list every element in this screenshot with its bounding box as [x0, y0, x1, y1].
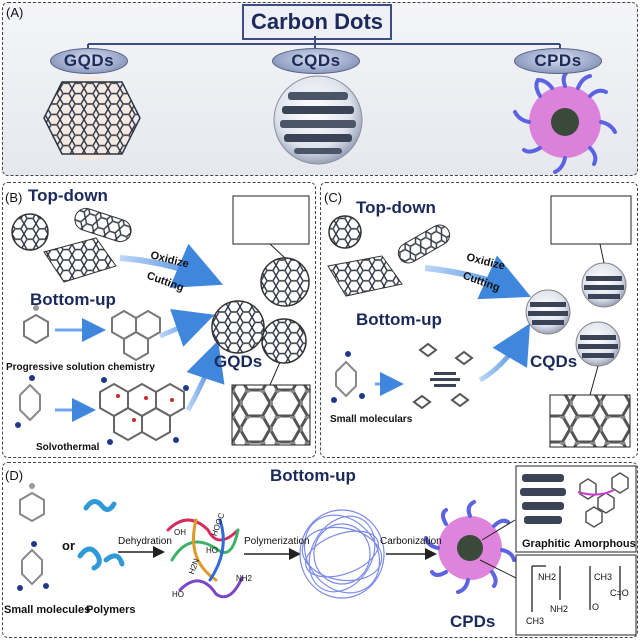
panel-b-label: (B): [5, 190, 23, 205]
panel-c-bottom-up: Bottom-up: [356, 310, 442, 329]
carbon-dots-title: Carbon Dots: [242, 4, 392, 40]
chem-oh: OH: [174, 528, 186, 537]
small-molecules-label: Small molecules: [4, 604, 91, 616]
panel-b: [2, 182, 316, 458]
panel-d-graphics: [17, 465, 637, 636]
shell-nh2-1: NH2: [538, 572, 557, 582]
step-carbonization: Carbonization: [380, 536, 442, 547]
panel-d-title: Bottom-up: [270, 466, 356, 485]
small-moleculars-label: Small moleculars: [330, 414, 413, 425]
chem-nh2: NH2: [236, 574, 253, 583]
panel-a-label: (A): [6, 5, 24, 20]
panel-b-top-down: Top-down: [28, 186, 108, 205]
shell-o: O: [592, 602, 600, 612]
panel-c-top-down: Top-down: [356, 198, 436, 217]
graphitic-label: Graphitic: [522, 538, 571, 550]
cqd-sphere-graphic: [273, 75, 363, 165]
cqds-label: CQDs: [272, 48, 360, 74]
shell-c-o: C=O: [610, 588, 629, 598]
panel-c-label: (C): [324, 190, 343, 205]
panel-d: [2, 462, 638, 638]
polymers-label: Polymers: [86, 604, 136, 616]
gqds-product-label: GQDs: [214, 352, 263, 371]
chem-ho: HO: [206, 546, 218, 555]
cqds-product-label: CQDs: [530, 352, 578, 371]
panel-d-label: (D): [5, 468, 24, 483]
cpds-product-label: CPDs: [450, 612, 496, 631]
amorphous-label: Amorphous: [574, 538, 636, 550]
step-dehydration: Dehydration: [118, 536, 172, 547]
shell-ch3-1: CH3: [594, 572, 613, 582]
panel-b-graphics: [11, 195, 311, 446]
or-label: or: [62, 538, 75, 553]
method-solvothermal: Solvothermal: [36, 442, 100, 453]
chem-ho-2: HO: [172, 590, 184, 599]
cpds-label: CPDs: [514, 48, 602, 74]
panel-c: [320, 182, 638, 458]
shell-nh2-2: NH2: [550, 604, 569, 614]
panel-b-bottom-up: Bottom-up: [30, 290, 116, 309]
gqds-label: GQDs: [50, 48, 128, 74]
cpd-graphic: [513, 68, 617, 174]
method-progressive: Progressive solution chemistry: [6, 362, 155, 373]
step-polymerization: Polymerization: [244, 536, 310, 547]
shell-ch3-2: CH3: [526, 616, 545, 626]
panel-c-graphics: [327, 195, 632, 448]
gqd-sheet-graphic: [43, 76, 141, 160]
